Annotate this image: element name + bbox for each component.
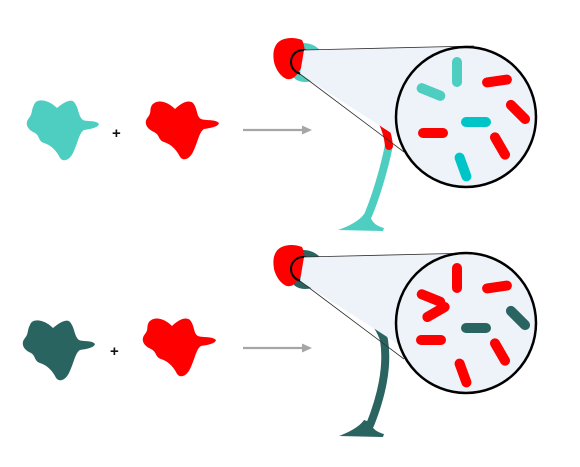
top-stalk-base [338,214,384,231]
bottom-zoom-rod [454,358,472,388]
bottom-cell-left [22,320,95,381]
top-zoom-rod [452,57,462,87]
top-arrow-head [302,125,312,135]
top-head [273,37,305,80]
top-zoom-rods [416,57,531,182]
row-bottom: + [22,244,538,437]
bottom-arrow-head [302,343,312,353]
bottom-zoom-line-upper [303,252,475,258]
bottom-zoom-rod [490,338,510,366]
top-zoom-line-upper [303,45,475,51]
bottom-cell-right [142,318,216,377]
bottom-zoom-rod [416,289,446,307]
top-cell-left [26,100,99,161]
bottom-plus-sign: + [110,343,119,360]
top-arrow [243,125,312,135]
top-zoom-rod [482,74,512,88]
bottom-zoom-line-lower [299,280,405,360]
bottom-zoom-rod [416,335,446,345]
top-zoom-line-lower [299,73,405,153]
top-zoom-rod [461,117,491,127]
top-zoom-rod [418,128,448,138]
row-top: + [26,37,538,231]
bottom-zoom-rod [505,305,531,331]
bottom-zoom-rod [461,323,491,333]
bottom-head [273,244,305,287]
top-lower-stalk [362,141,393,224]
bottom-arrow [243,343,312,353]
top-cell-right [145,101,219,160]
bottom-zoom-rod [422,302,450,322]
top-plus-sign: + [112,125,121,142]
top-zoom-rod [454,152,472,182]
bottom-zoom-rod [452,263,462,293]
bottom-zoom-rods [416,263,531,388]
bottom-stalk-base [339,420,384,437]
top-zoom-rod [490,132,510,160]
bottom-zoom-rod [482,280,512,294]
top-zoom-rod [505,99,531,125]
top-zoom-rod [416,83,446,101]
